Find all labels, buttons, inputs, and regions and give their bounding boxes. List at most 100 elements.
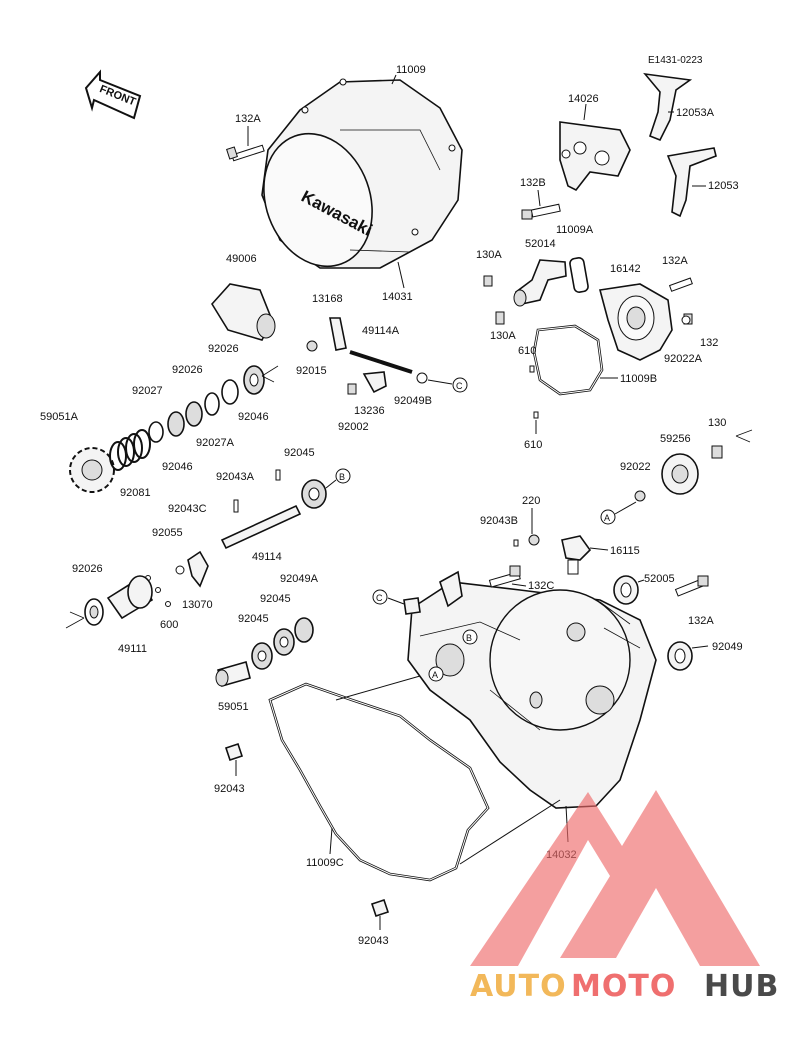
callout-92043c: 92043C — [168, 503, 207, 515]
callout-13236: 13236 — [354, 405, 385, 417]
callout-92055: 92055 — [152, 527, 183, 539]
callout-11009a: 11009A — [556, 224, 594, 236]
callout-92045-a: 92045 — [284, 447, 315, 459]
watermark-hub: HUB — [704, 969, 779, 1004]
callout-92015: 92015 — [296, 365, 327, 377]
lever-13070 — [187, 550, 209, 588]
callout-49006: 49006 — [226, 253, 257, 265]
bolt-130a-a — [483, 275, 493, 287]
plug-16115 — [561, 535, 592, 575]
callout-132a-c: 132A — [688, 615, 714, 627]
ref-mark-b2: B — [466, 633, 472, 643]
callout-92043-b: 92043 — [358, 935, 389, 947]
bolt-132a-c — [674, 575, 709, 597]
callout-130a-a: 130A — [476, 249, 502, 261]
dowel-92043-a — [224, 742, 244, 762]
callout-132c: 132C — [528, 580, 554, 592]
ref-mark-c2: C — [376, 593, 383, 603]
bearing-stack-lower — [251, 617, 314, 670]
watermark-auto: AUTO — [470, 969, 567, 1004]
bracket-12053 — [666, 147, 717, 218]
shaft-49114 — [220, 504, 302, 550]
bolt-132c — [488, 565, 521, 588]
callout-52005: 52005 — [644, 573, 675, 585]
callout-92027: 92027 — [132, 385, 163, 397]
callout-11009: 11009 — [396, 64, 426, 76]
callout-130a-b: 130A — [490, 330, 516, 342]
callout-14026: 14026 — [568, 93, 599, 105]
callout-92022: 92022 — [620, 461, 651, 473]
callout-92049b: 92049B — [394, 395, 432, 407]
diagram-ref-code: E1431-0223 — [648, 55, 703, 66]
callout-610-b: 610 — [524, 439, 542, 451]
callout-92026-a: 92026 — [208, 343, 239, 355]
callout-92046-b: 92046 — [162, 461, 193, 473]
bolt-132b — [521, 203, 561, 220]
callout-92049a: 92049A — [280, 573, 319, 585]
gasket-11009c — [268, 682, 490, 882]
callout-59256: 59256 — [660, 433, 691, 445]
seal-92049 — [667, 641, 693, 671]
bearing-stack — [148, 365, 265, 443]
callout-600: 600 — [160, 619, 178, 631]
crankcase-cover-14032 — [403, 570, 657, 809]
callout-12053: 12053 — [708, 180, 739, 192]
watermark-moto: MOTO — [571, 969, 676, 1004]
callout-49114: 49114 — [252, 551, 282, 563]
callout-92027a: 92027A — [196, 437, 235, 449]
callout-92049: 92049 — [712, 641, 743, 653]
dowel-92043-b — [370, 898, 390, 918]
callout-59051: 59051 — [218, 701, 249, 713]
automotohub-watermark-logo — [470, 790, 760, 966]
gear-59051a — [69, 447, 115, 493]
callout-59051a: 59051A — [40, 411, 79, 423]
callout-610-a: 610 — [518, 345, 536, 357]
bracket-12053a — [643, 72, 693, 142]
callout-13070: 13070 — [182, 599, 213, 611]
callout-92026-b: 92026 — [172, 364, 203, 376]
pipe-52014 — [513, 259, 567, 307]
o-ring-11009a — [569, 257, 589, 293]
seal-52005 — [613, 575, 639, 605]
callout-49114a: 49114A — [362, 325, 400, 337]
impeller-59256 — [661, 453, 699, 495]
callout-92081: 92081 — [120, 487, 151, 499]
callout-92002: 92002 — [338, 421, 369, 433]
bolt-132a-top — [226, 144, 265, 162]
callout-220: 220 — [522, 495, 540, 507]
callout-16142: 16142 — [610, 263, 641, 275]
callout-132: 132 — [700, 337, 718, 349]
ref-mark-a2: A — [432, 670, 438, 680]
callout-52014: 52014 — [525, 238, 556, 250]
callout-132b: 132B — [520, 177, 546, 189]
callout-130: 130 — [708, 417, 726, 429]
callout-13168: 13168 — [312, 293, 343, 305]
ref-mark-c1: C — [456, 381, 463, 391]
callout-92046-a: 92046 — [238, 411, 269, 423]
bearing-92045-a — [301, 479, 327, 509]
callout-12053a: 12053A — [676, 107, 715, 119]
clutch-cover: Kawasaki — [261, 78, 463, 269]
lever-13168 — [329, 317, 347, 351]
bolt-132a-b — [668, 277, 693, 292]
washer-92026-c — [84, 598, 104, 626]
bolt-130a-b — [495, 311, 505, 325]
spring-92081 — [109, 429, 151, 471]
callout-11009b: 11009B — [620, 373, 657, 385]
callout-132a-top: 132A — [235, 113, 261, 125]
callout-92045-b: 92045 — [260, 593, 291, 605]
gasket-11009b — [532, 324, 604, 396]
callout-92026-c: 92026 — [72, 563, 103, 575]
callout-92043b: 92043B — [480, 515, 518, 527]
callout-14031: 14031 — [382, 291, 413, 303]
bracket-14026 — [559, 121, 631, 192]
front-arrow-icon: FRONT — [84, 69, 142, 120]
callout-16115: 16115 — [610, 545, 640, 557]
callout-92043a: 92043A — [216, 471, 255, 483]
arm-13236 — [362, 371, 387, 394]
callout-92022a: 92022A — [664, 353, 703, 365]
housing-49006 — [211, 283, 276, 341]
callout-92043-a: 92043 — [214, 783, 245, 795]
pump-cover-16142 — [598, 283, 673, 361]
